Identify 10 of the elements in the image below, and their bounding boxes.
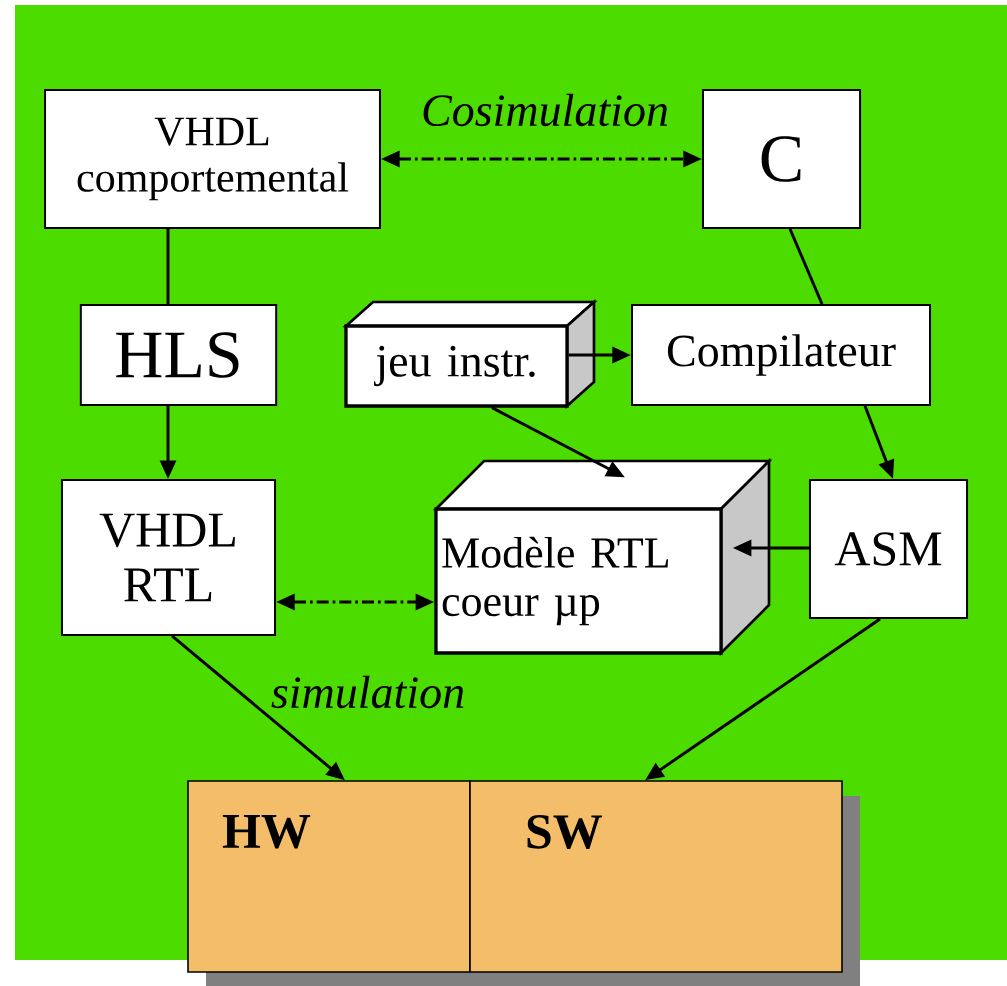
process-box: VHDL RTL: [60, 479, 277, 636]
process-box: VHDL comportemental: [44, 89, 381, 229]
edge-label: Cosimulation: [419, 92, 671, 128]
hardware-box: HW: [187, 780, 471, 973]
edge-label: simulation: [269, 674, 467, 710]
process-box: ASM: [809, 479, 969, 619]
process-box: Compilateur: [631, 304, 931, 406]
software-box: SW: [469, 780, 843, 973]
process-box: C: [701, 89, 862, 229]
process-box: HLS: [79, 304, 278, 406]
